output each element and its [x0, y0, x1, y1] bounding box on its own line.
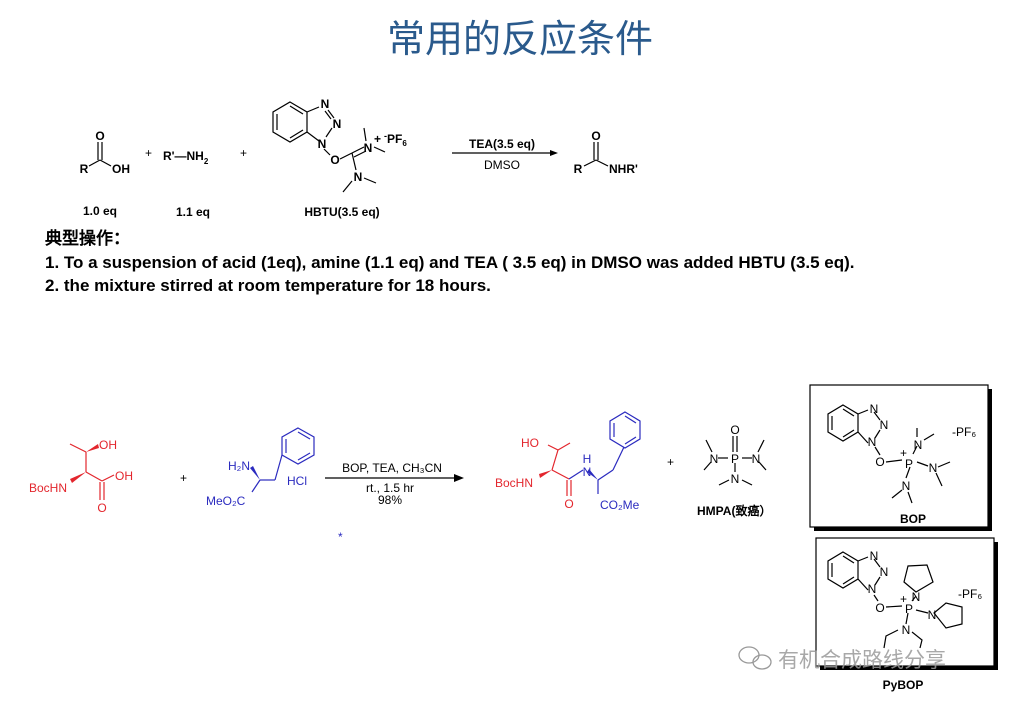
svg-text:O: O	[875, 601, 884, 615]
plus-sign: +	[667, 455, 674, 469]
svg-text:O: O	[591, 129, 600, 143]
svg-text:OH: OH	[99, 438, 117, 452]
svg-text:N: N	[902, 623, 911, 637]
svg-text:R: R	[574, 162, 583, 176]
svg-text:N: N	[731, 472, 740, 486]
svg-text:N: N	[902, 479, 911, 493]
boc-threonine-structure: OH BocHN OH O	[29, 438, 133, 515]
pf6-counterion: -PF₆	[958, 587, 982, 601]
pybop-label: PyBOP	[883, 678, 924, 692]
svg-text:N: N	[929, 461, 938, 475]
svg-text:MeO₂C: MeO₂C	[206, 494, 246, 508]
svg-text:H: H	[583, 452, 592, 466]
conditions-yield: 98%	[378, 493, 402, 507]
plus-sign: +	[240, 146, 247, 160]
svg-text:N: N	[354, 170, 363, 184]
watermark: 有机合成路线分享	[738, 646, 946, 672]
plus-sign: +	[180, 471, 187, 485]
hbtu-structure: N N N O N + N -PF6	[272, 97, 407, 193]
svg-text:OH: OH	[115, 469, 133, 483]
watermark-text: 有机合成路线分享	[778, 648, 946, 672]
conditions-below: DMSO	[484, 158, 520, 172]
phenylalanine-methyl-ester-structure: H₂N HCl MeO₂C	[206, 427, 315, 508]
procedure-step-2: 2. the mixture stirred at room temperatu…	[45, 276, 491, 295]
atom-r: R	[80, 162, 89, 176]
procedure-step-1: 1. To a suspension of acid (1eq), amine …	[45, 253, 855, 272]
svg-text:N: N	[318, 137, 327, 151]
amine-formula: R'—NH2	[163, 149, 209, 166]
amine-equiv: 1.1 eq	[176, 205, 210, 219]
pf6-counterion: -PF6	[384, 131, 407, 148]
svg-text:BocHN: BocHN	[29, 481, 67, 495]
svg-text:CO₂Me: CO₂Me	[600, 498, 640, 512]
asterisk-mark: *	[338, 530, 343, 544]
svg-text:N: N	[912, 590, 921, 604]
svg-text:H₂N: H₂N	[228, 459, 250, 473]
svg-text:P: P	[731, 452, 739, 466]
svg-text:N: N	[321, 97, 330, 111]
svg-text:+: +	[900, 446, 907, 460]
svg-text:N: N	[880, 565, 889, 579]
svg-text:O: O	[97, 501, 106, 515]
acid-equiv: 1.0 eq	[83, 204, 117, 218]
hmpa-label: HMPA(致癌）	[697, 503, 771, 518]
svg-text:N: N	[333, 117, 342, 131]
bop-label: BOP	[900, 512, 926, 526]
svg-text:O: O	[875, 455, 884, 469]
svg-text:N: N	[752, 452, 761, 466]
svg-text:O: O	[330, 153, 339, 167]
svg-text:P: P	[905, 602, 913, 616]
svg-text:+: +	[900, 592, 907, 606]
svg-text:N: N	[880, 418, 889, 432]
svg-text:N: N	[710, 452, 719, 466]
conditions-above: TEA(3.5 eq)	[469, 137, 535, 151]
wechat-icon	[738, 646, 772, 670]
plus-sign: +	[145, 146, 152, 160]
bop-reagent-box: N N N O P + N N N -PF₆ BOP	[809, 384, 992, 531]
svg-text:N: N	[870, 402, 879, 416]
procedure-heading: 典型操作：	[45, 228, 130, 249]
svg-text:O: O	[564, 497, 573, 511]
svg-text:O: O	[730, 423, 739, 437]
svg-text:N: N	[870, 549, 879, 563]
svg-text:NHR': NHR'	[609, 162, 638, 176]
pybop-reagent-box: N N N O P + N N N -PF₆	[815, 537, 998, 670]
atom-o: O	[95, 129, 104, 143]
svg-text:HO: HO	[521, 436, 539, 450]
svg-text:HCl: HCl	[287, 474, 307, 488]
slide-title: 常用的反应条件	[387, 17, 653, 61]
svg-text:+: +	[374, 132, 381, 146]
atom-oh: OH	[112, 162, 130, 176]
amide-product-structure: O R NHR'	[574, 129, 638, 176]
reaction-arrow-2	[325, 474, 464, 482]
svg-text:N: N	[928, 608, 937, 622]
carboxylic-acid-structure: O R OH	[80, 129, 130, 176]
dipeptide-product-structure: HO BocHN O H N CO₂Me	[495, 411, 641, 512]
svg-text:P: P	[905, 457, 913, 471]
svg-text:N: N	[868, 435, 877, 449]
svg-text:N: N	[364, 141, 373, 155]
hbtu-label: HBTU(3.5 eq)	[304, 205, 379, 219]
svg-text:N: N	[914, 438, 923, 452]
svg-text:BocHN: BocHN	[495, 476, 533, 490]
conditions-time: rt., 1.5 hr	[366, 481, 414, 495]
svg-text:N: N	[868, 582, 877, 596]
reaction-arrow-1	[452, 150, 558, 156]
hmpa-structure: O P N N N	[703, 423, 767, 486]
svg-text:N: N	[583, 465, 592, 479]
pf6-counterion: -PF₆	[952, 425, 976, 439]
conditions-reagents: BOP, TEA, CH₃CN	[342, 461, 442, 475]
